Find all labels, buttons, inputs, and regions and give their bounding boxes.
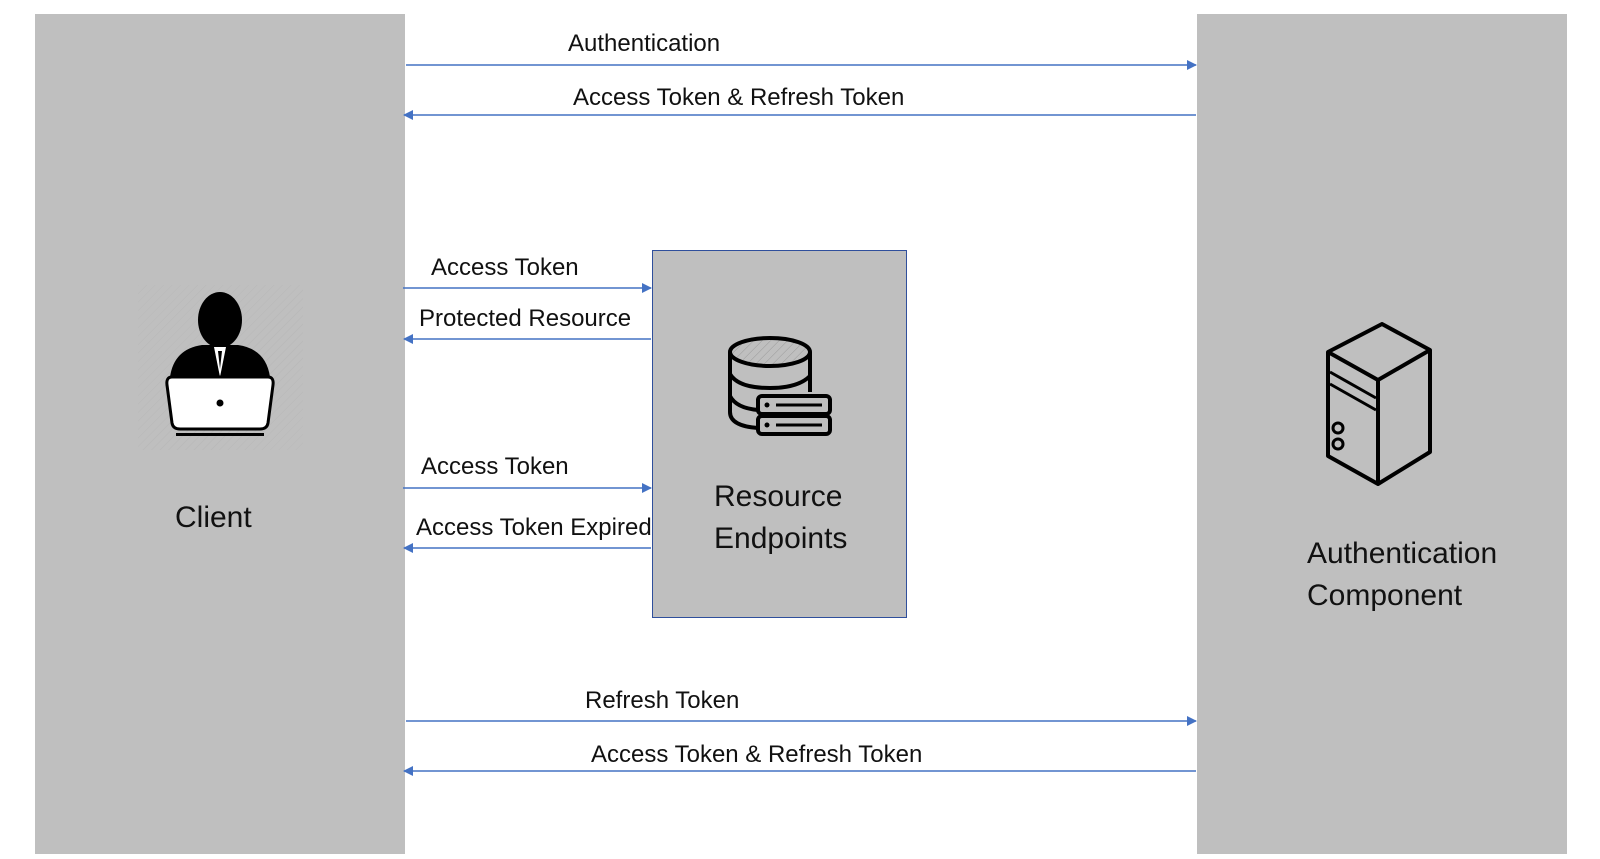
- client-label: Client: [175, 501, 252, 534]
- msg-authentication: Authentication: [568, 30, 721, 57]
- auth-label-line2: Component: [1307, 579, 1463, 612]
- resource-label-line2: Endpoints: [714, 522, 848, 555]
- msg-access-token-expired: Access Token Expired: [416, 514, 652, 541]
- resource-endpoints-box: [652, 250, 907, 618]
- msg-access-refresh-1: Access Token & Refresh Token: [573, 84, 905, 111]
- resource-label-line1: Resource: [714, 480, 843, 513]
- auth-label-line1: Authentication: [1307, 537, 1498, 570]
- msg-access-token-1: Access Token: [431, 254, 579, 281]
- server-tower-icon: [1326, 322, 1432, 486]
- user-laptop-icon: [138, 285, 303, 450]
- msg-protected-resource: Protected Resource: [419, 305, 632, 332]
- msg-refresh-token: Refresh Token: [585, 687, 740, 714]
- auth-component-panel: [1197, 14, 1567, 854]
- database-server-icon: [728, 336, 832, 436]
- msg-access-token-2: Access Token: [421, 453, 569, 480]
- msg-access-refresh-2: Access Token & Refresh Token: [591, 741, 923, 768]
